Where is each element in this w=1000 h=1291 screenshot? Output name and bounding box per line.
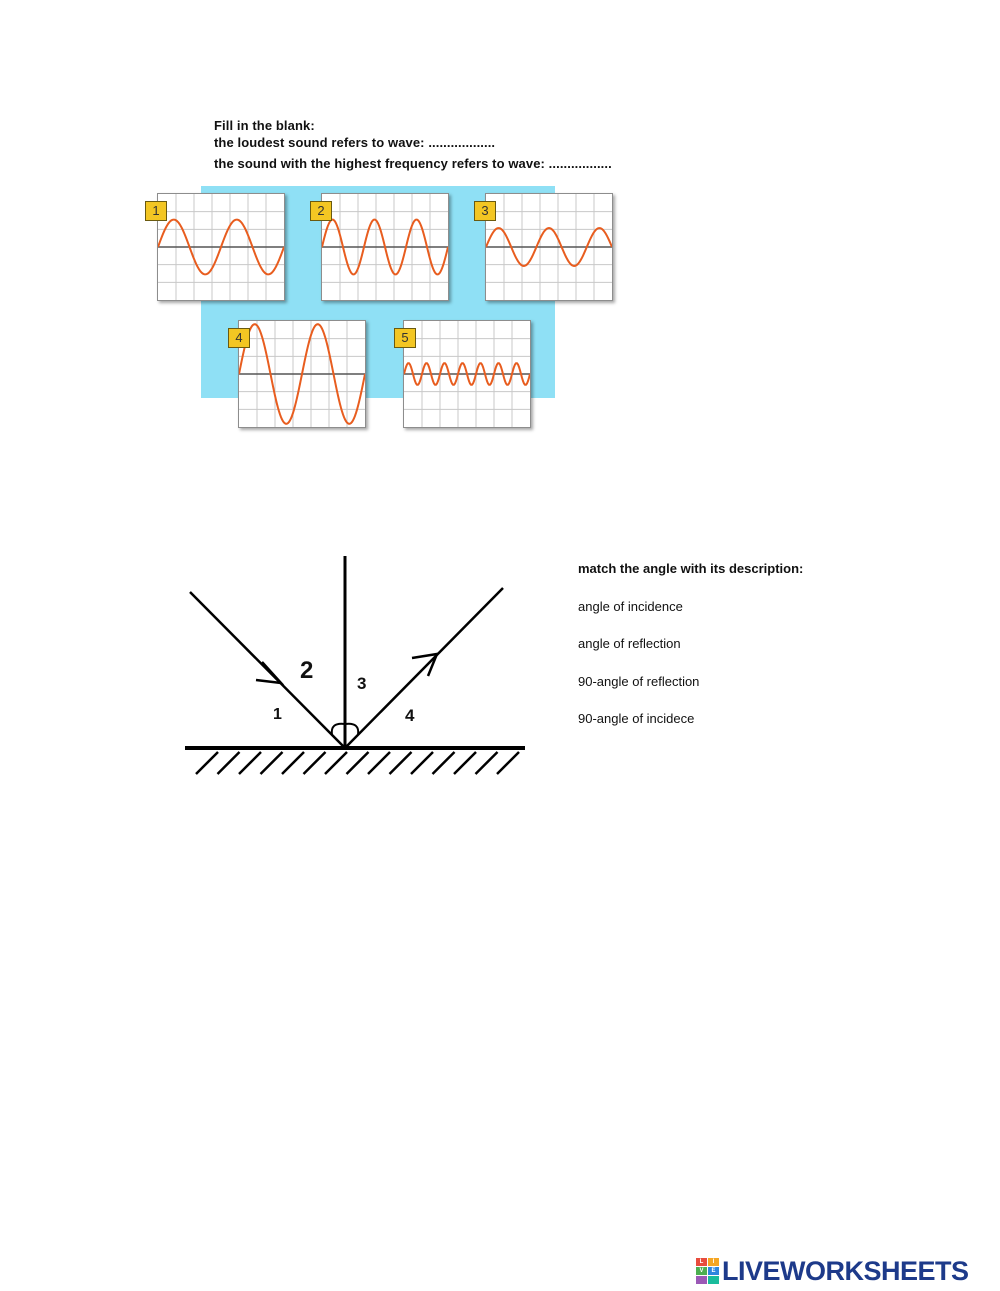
angle-label-2: 2: [300, 657, 314, 684]
reflection-diagram: [185, 556, 525, 775]
wave-plot-4: [239, 321, 365, 427]
reflected-arrowhead: [411, 652, 439, 677]
wave-box-2: [321, 193, 449, 301]
match-item-90-incidence: 90-angle of incidece: [578, 711, 695, 726]
match-item-reflection: angle of reflection: [578, 636, 681, 651]
logo-text: LIVEWORKSHEETS: [722, 1255, 969, 1286]
wave-plot-2: [322, 194, 448, 300]
wave-box-5: [403, 320, 531, 428]
wave-box-1: [157, 193, 285, 301]
wave-label-1: 1: [145, 201, 167, 221]
match-item-incidence: angle of incidence: [578, 598, 683, 614]
incident-ray: [189, 591, 346, 749]
match-block: match the angle with its description: an…: [578, 560, 803, 748]
fill-in-heading: Fill in the blank:: [214, 118, 315, 133]
wave-box-3: [485, 193, 613, 301]
incident-arrowhead: [255, 661, 285, 685]
match-title: match the angle with its description:: [578, 561, 804, 576]
angle-label-4: 4: [405, 706, 415, 725]
angle-label-3: 3: [357, 674, 367, 693]
liveworksheets-logo: L I V E LIVEWORKSHEETS: [696, 1256, 969, 1286]
wave-trace-2: [322, 218, 448, 276]
wave-box-4: [238, 320, 366, 428]
wave-trace-4: [239, 323, 365, 425]
wave-trace-3: [486, 227, 612, 267]
wave-trace-1: [158, 218, 284, 276]
fill-in-line-frequency: the sound with the highest frequency ref…: [214, 156, 612, 171]
match-item-90-reflection: 90-angle of reflection: [578, 673, 700, 689]
fill-in-line-loudest: the loudest sound refers to wave: ......…: [214, 135, 496, 150]
wave-plot-5: [404, 321, 530, 427]
wave-plot-1: [158, 194, 284, 300]
right-angle-mark: [330, 722, 360, 736]
wave-plot-3: [486, 194, 612, 300]
wave-label-5: 5: [394, 328, 416, 348]
fill-in-block: Fill in the blank: the loudest sound ref…: [214, 118, 612, 176]
wave-trace-5: [404, 362, 530, 386]
logo-squares-icon: L I V E: [696, 1258, 719, 1284]
angle-label-1: 1: [273, 706, 282, 723]
wave-label-2: 2: [310, 201, 332, 221]
wave-label-3: 3: [474, 201, 496, 221]
reflected-ray: [344, 587, 504, 749]
wave-label-4: 4: [228, 328, 250, 348]
surface-hatching: [195, 751, 520, 775]
